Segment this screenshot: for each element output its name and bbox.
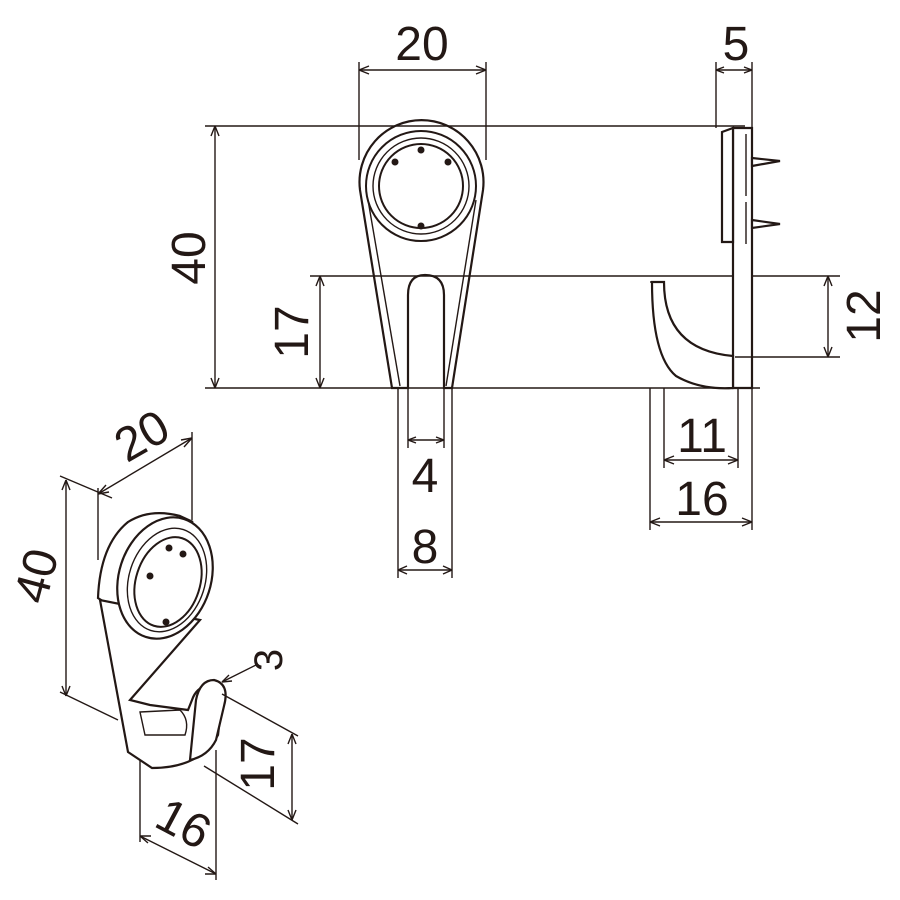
dim-hook-width: 8 xyxy=(412,521,439,574)
dim-side-hook-height: 12 xyxy=(838,289,891,342)
dim-iso-width: 20 xyxy=(106,400,179,473)
side-nail-lower xyxy=(750,218,781,230)
dim-hook-slot: 4 xyxy=(412,450,439,503)
front-screw-hole-right xyxy=(444,158,452,166)
side-view xyxy=(650,126,781,390)
front-view xyxy=(358,119,485,390)
iso-plate-inner xyxy=(133,536,203,628)
dim-iso-hook-height: 17 xyxy=(232,737,285,790)
side-base-plate xyxy=(731,126,754,390)
front-inner-left-line xyxy=(367,199,401,387)
dim-front-hook-height: 17 xyxy=(266,305,319,358)
side-nail-upper xyxy=(750,156,781,168)
dim-front-height: 40 xyxy=(163,231,216,284)
iso-hook-slot xyxy=(139,709,188,736)
side-hook xyxy=(650,280,735,390)
front-hook-outline xyxy=(358,119,485,390)
iso-screw-hole-4 xyxy=(162,618,170,626)
front-plate-mid-ring xyxy=(372,137,470,235)
iso-plate-mid xyxy=(126,527,208,633)
front-screw-hole-left xyxy=(391,158,399,166)
side-dimensions: 5 12 11 16 xyxy=(649,18,891,530)
front-screw-hole-bottom xyxy=(417,222,425,230)
dim-side-total-depth: 16 xyxy=(675,473,728,526)
iso-screw-hole-3 xyxy=(146,572,154,580)
front-inner-right-line xyxy=(445,199,477,387)
dim-iso-thickness: 3 xyxy=(247,649,291,671)
iso-screw-hole-1 xyxy=(179,550,187,558)
iso-hook-tip xyxy=(188,678,227,762)
dim-iso-height: 40 xyxy=(5,543,70,608)
iso-screw-hole-2 xyxy=(165,544,173,552)
front-plate-outer-ring xyxy=(365,130,477,242)
isometric-view xyxy=(96,511,227,770)
dim-side-depth: 5 xyxy=(723,18,750,71)
dim-side-hook-depth: 11 xyxy=(677,410,727,463)
front-dimensions: 20 40 17 4 8 xyxy=(163,18,840,578)
dim-front-width: 20 xyxy=(395,18,448,71)
side-boss xyxy=(720,126,735,244)
front-screw-hole-top xyxy=(417,146,425,154)
dim-iso-depth: 16 xyxy=(147,788,219,860)
